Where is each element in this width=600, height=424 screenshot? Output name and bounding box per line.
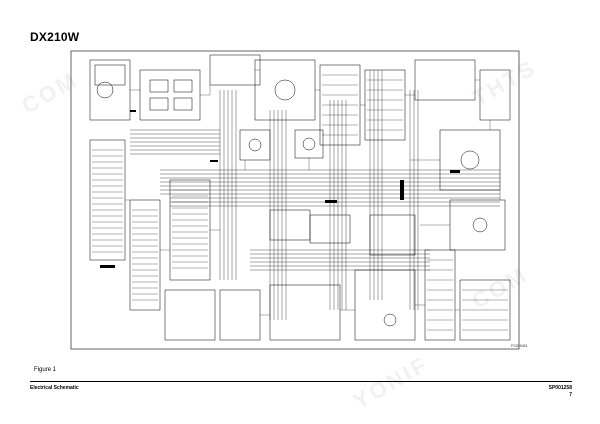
footer-rule <box>30 381 572 382</box>
footer-section-title: Electrical Schematic <box>30 385 79 391</box>
footer-document-code: SP001258 <box>548 385 572 391</box>
document-title: DX210W <box>30 30 80 44</box>
figure-label: Figure 1 <box>34 367 57 373</box>
drawing-reference-code: FG009451 <box>511 344 528 348</box>
electrical-schematic-diagram <box>70 50 520 350</box>
footer-page-number: 7 <box>569 392 572 398</box>
watermark-4: YONIF <box>349 351 433 414</box>
footer-page-info: SP001258 7 <box>549 385 572 399</box>
